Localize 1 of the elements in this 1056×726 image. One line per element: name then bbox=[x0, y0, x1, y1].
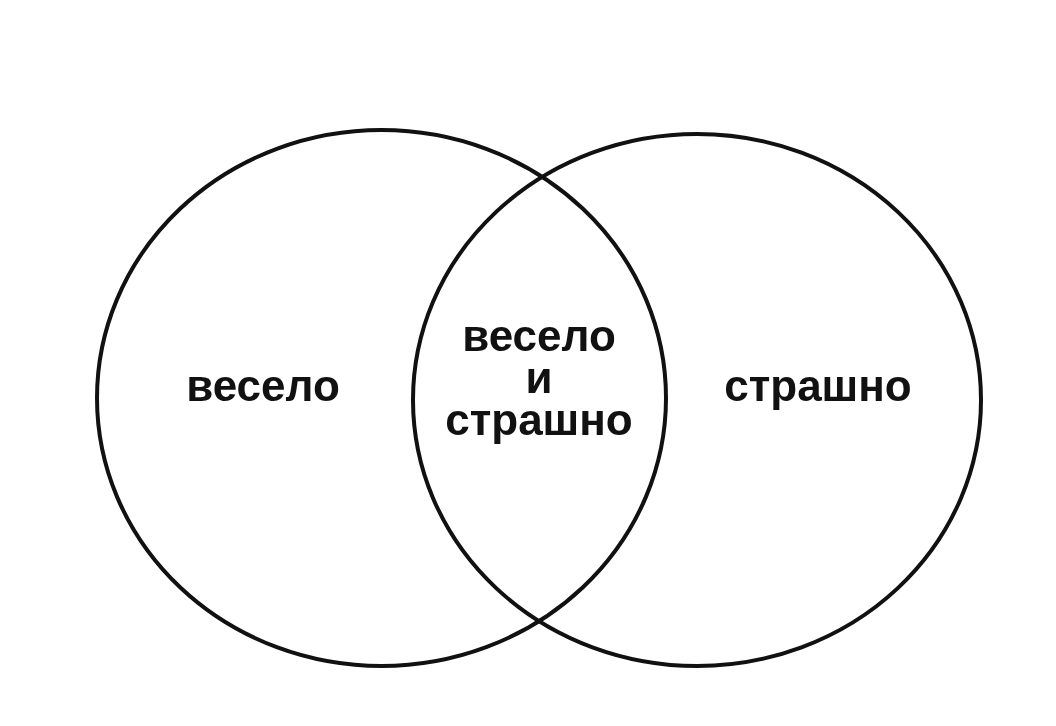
set-label: весело bbox=[186, 365, 340, 407]
